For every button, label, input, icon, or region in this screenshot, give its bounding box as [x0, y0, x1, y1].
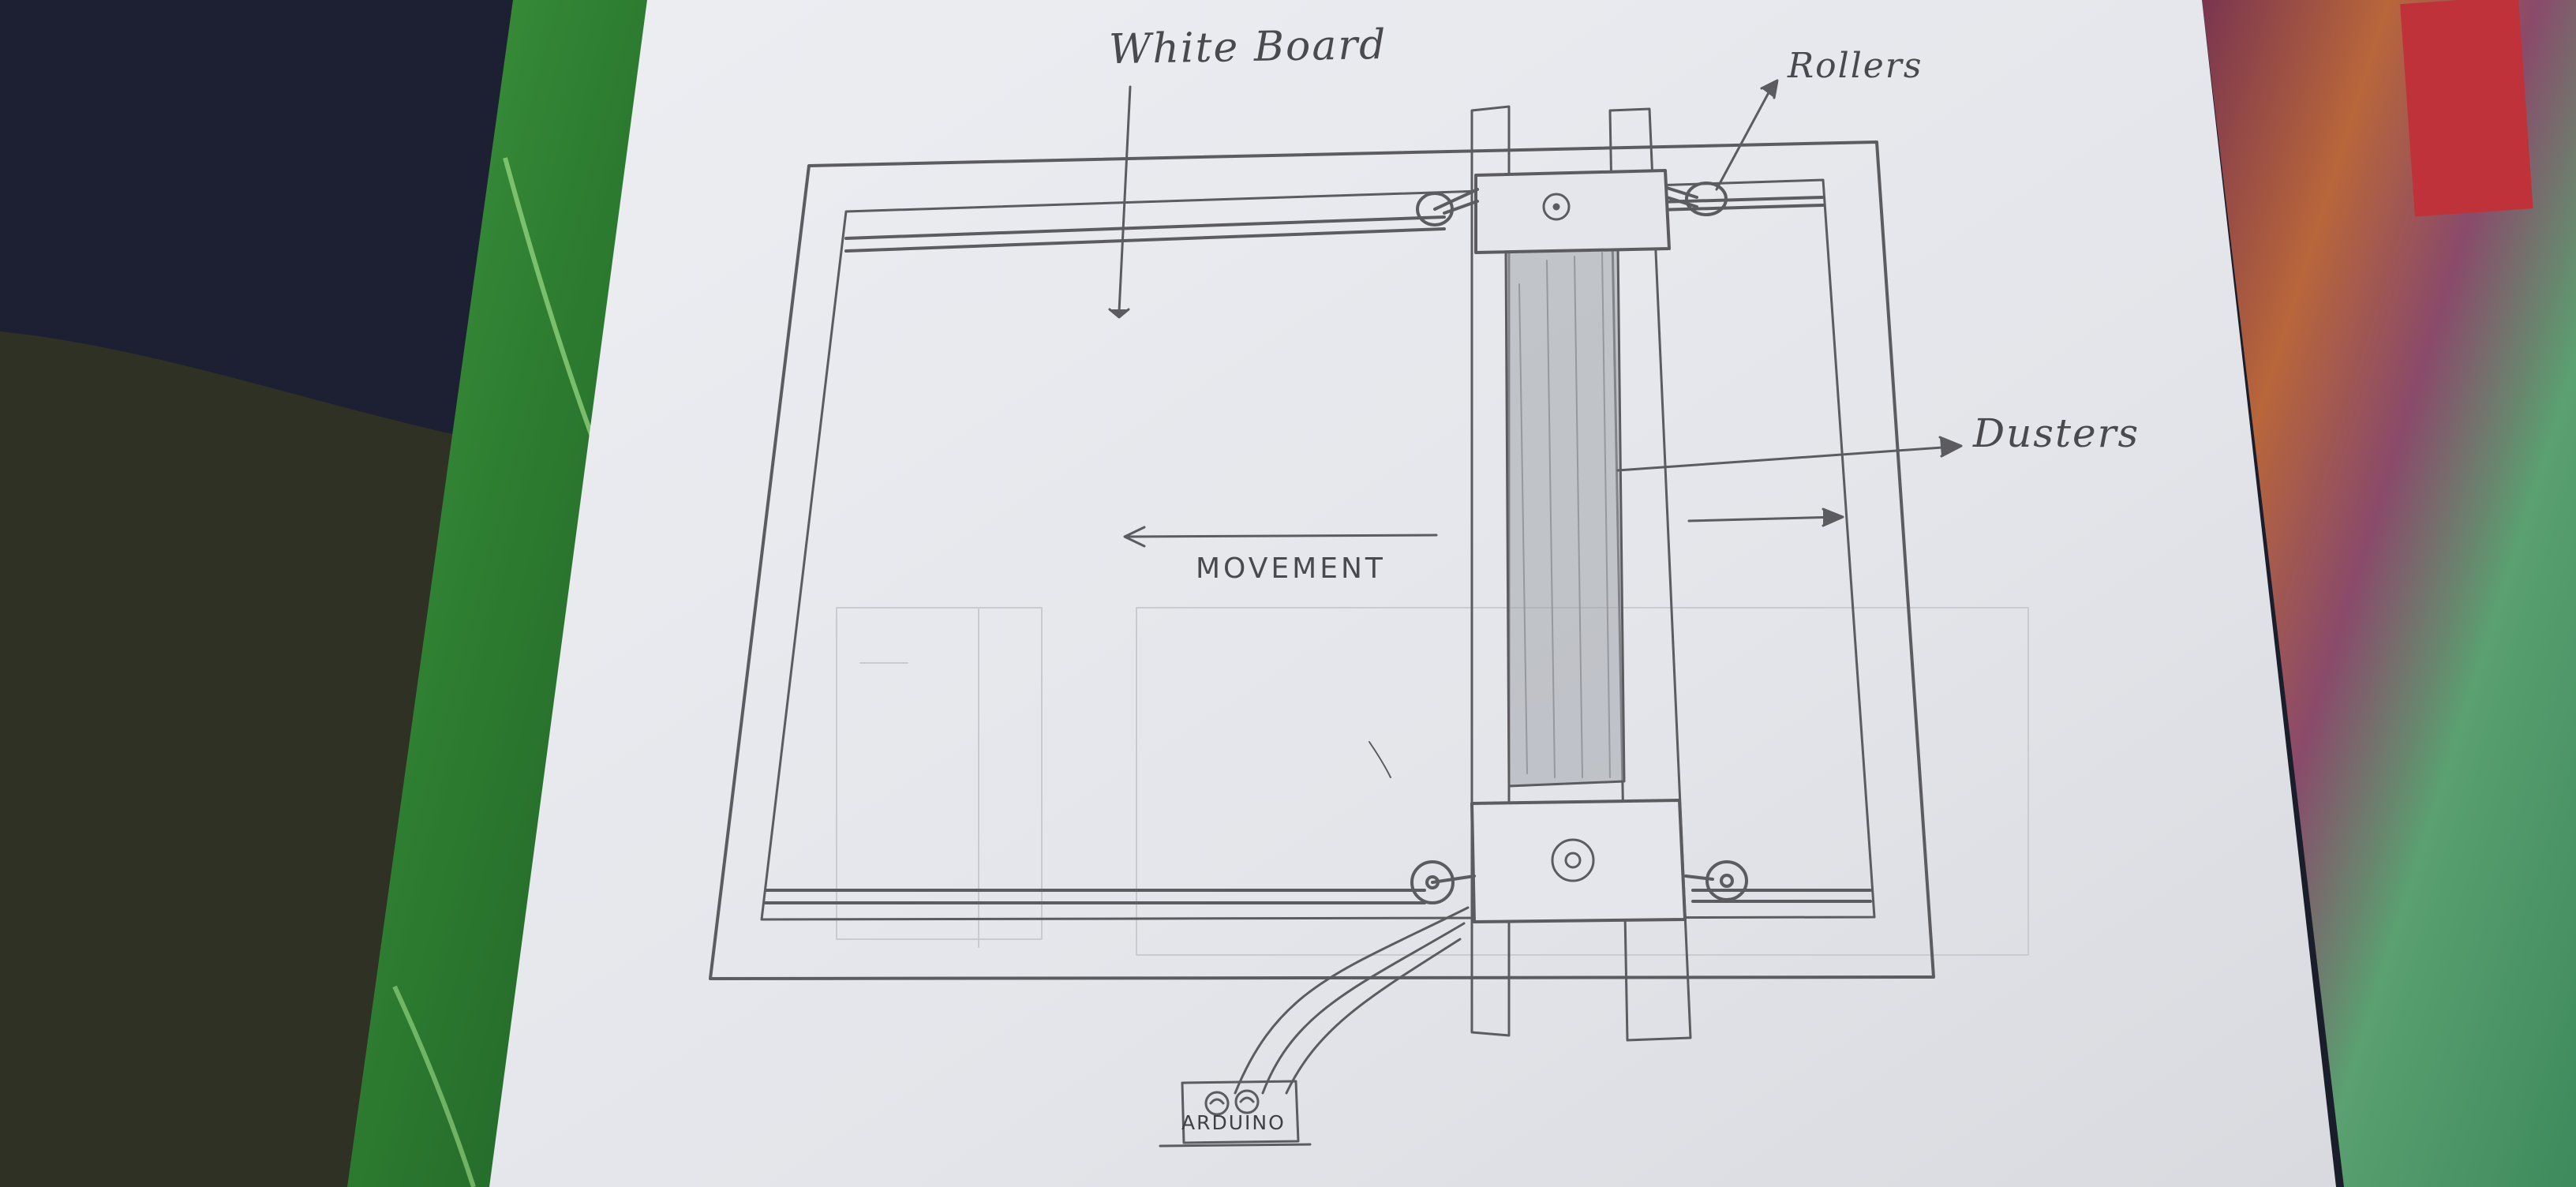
roller-top-left	[1417, 189, 1477, 225]
label-dusters: Dusters	[1973, 410, 2140, 456]
label-movement: MOVEMENT	[1196, 552, 1386, 585]
label-white-board: White Board	[1109, 21, 1387, 73]
arduino-underline	[1160, 1144, 1310, 1146]
movement-arrow-right	[1689, 509, 1843, 526]
stray-mark	[1369, 742, 1391, 777]
roller-bottom-left	[1412, 862, 1474, 903]
top-carriage-bolt-center	[1553, 204, 1559, 210]
wire	[1235, 908, 1468, 1093]
label-arduino: ARDUINO	[1181, 1111, 1286, 1134]
rollers-leader-arrow	[1717, 81, 1777, 189]
wire	[1263, 923, 1464, 1093]
roller-bottom-right	[1686, 862, 1747, 900]
wire	[1286, 939, 1460, 1093]
top-rail	[846, 217, 1444, 251]
movement-arrow-left	[1125, 527, 1436, 546]
dusters-leader-arrow	[1618, 437, 1961, 470]
bottom-rail	[766, 890, 1425, 903]
top-carriage-block	[1476, 170, 1669, 253]
label-rollers: Rollers	[1788, 46, 1923, 86]
whiteboard-inner-surface	[762, 180, 1874, 919]
bottom-carriage-block	[1472, 800, 1685, 922]
